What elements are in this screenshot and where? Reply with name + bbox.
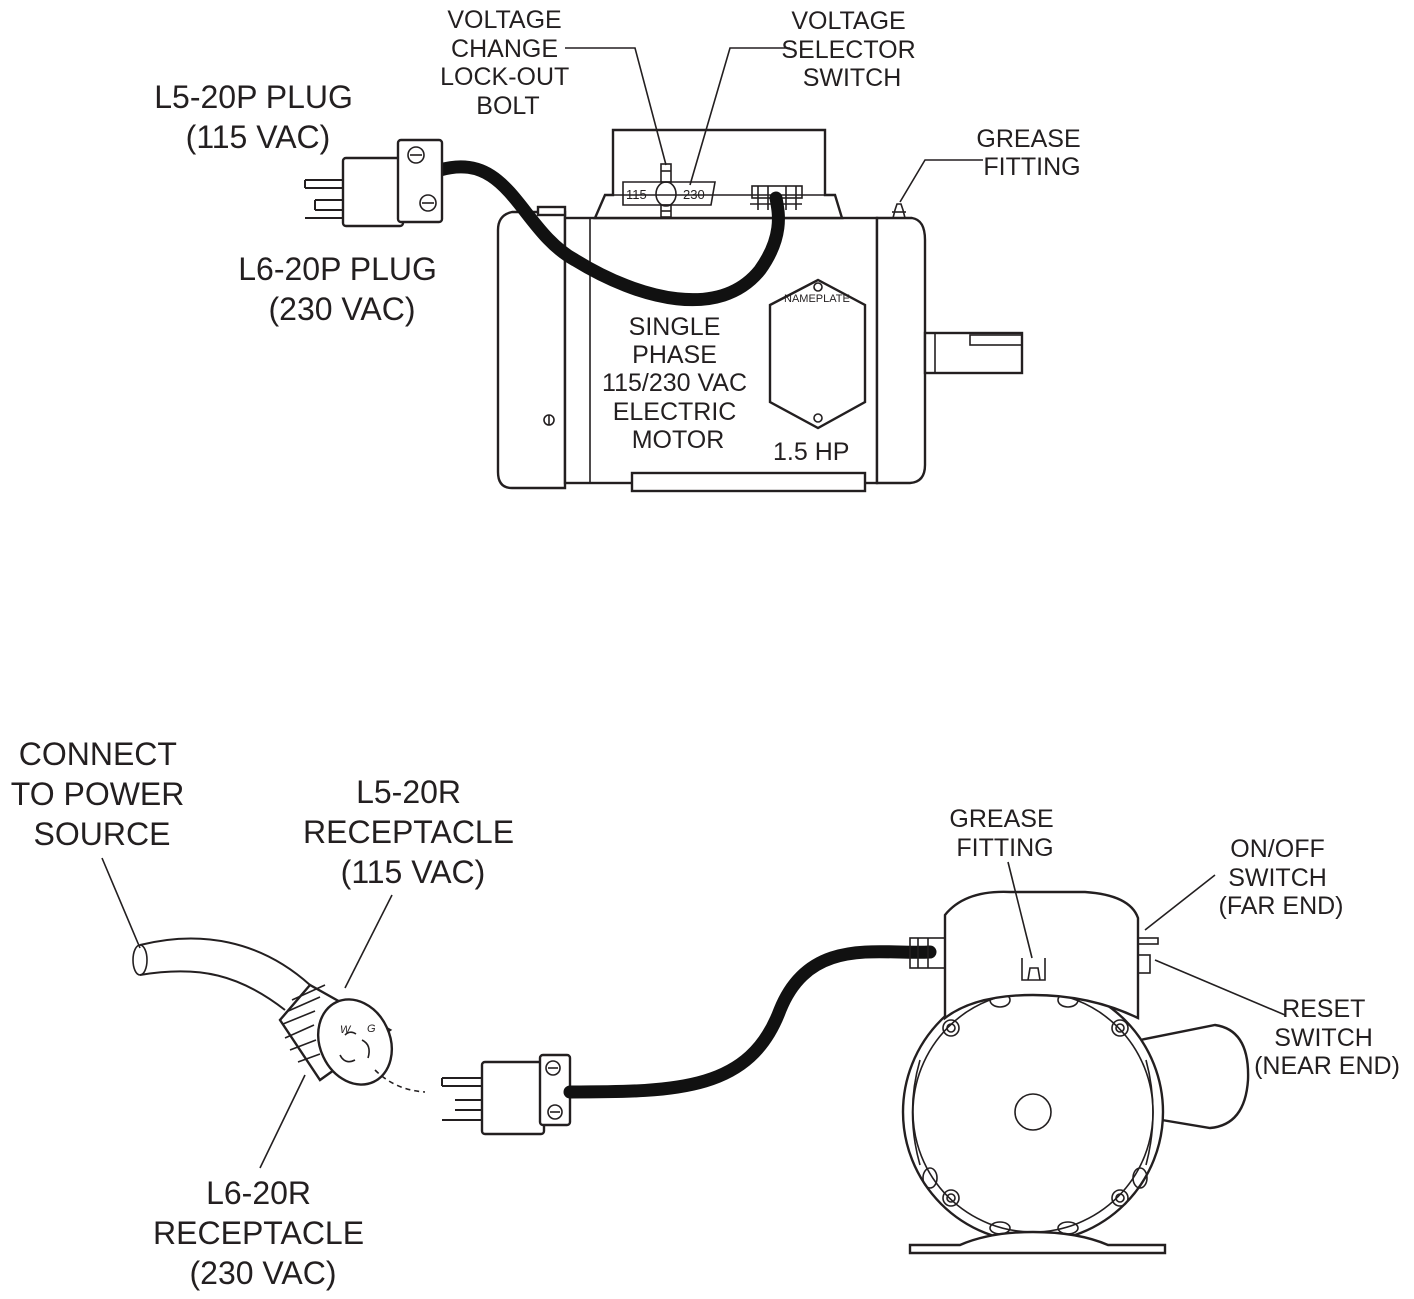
leader-l5-20r [344, 894, 393, 989]
grease-fitting-icon [1021, 958, 1046, 981]
nameplate-label: NAMEPLATE [784, 293, 850, 305]
label-voltage-selector-switch: VOLTAGE SELECTOR SWITCH [781, 7, 922, 92]
power-cord-top [433, 160, 785, 307]
plug-screw-icon [407, 146, 425, 164]
motor-end-bell-right [875, 216, 927, 485]
label-lockout-bolt: VOLTAGE CHANGE LOCK-OUT BOLT [440, 6, 576, 120]
motor-desc-line-4: ELECTRIC [613, 398, 737, 426]
plug-bottom[interactable] [441, 1053, 572, 1136]
leader-lockout-bolt [565, 47, 667, 166]
motor-description: SINGLE PHASE 115/230 VAC ELECTRIC MOTOR [602, 313, 754, 454]
motor-end-view [901, 890, 1250, 1255]
receptacle-slot [344, 1031, 357, 1036]
label-connect-power-source: CONNECT TO POWER SOURCE [11, 736, 194, 852]
label-grease-fitting-bottom: GREASE FITTING [949, 805, 1060, 862]
leader-l6-20r [259, 1074, 306, 1169]
terminal-w-label: W [340, 1024, 352, 1036]
motor-shaft [923, 331, 1024, 375]
shaft-key [969, 334, 1023, 346]
plug-screw-icon [419, 194, 437, 212]
label-grease-fitting-top: GREASE FITTING [976, 125, 1087, 181]
end-bell-bolts [942, 1019, 1129, 1207]
label-l6-20r-receptacle: L6-20R RECEPTACLE (230 VAC) [153, 1175, 373, 1291]
motor-junction-housing [943, 890, 1140, 1021]
plug-screw-icon [547, 1104, 563, 1120]
motor-side-view: 115 230 NAMEPLATE SINGLE PHASE 115/230 V… [496, 128, 1024, 493]
motor-desc-line-1: SINGLE [629, 313, 721, 341]
label-reset-switch: RESET SWITCH (NEAR END) [1254, 995, 1400, 1080]
receptacle-slot [339, 1054, 356, 1063]
motor-base-bottom [908, 1230, 1167, 1255]
onoff-switch[interactable] [1137, 937, 1159, 945]
switch-label-115: 115 [626, 187, 647, 202]
switch-label-230: 230 [683, 187, 705, 202]
receptacle-slot [361, 1039, 370, 1059]
receptacle-face [317, 998, 393, 1086]
motor-shaft-end [1014, 1093, 1052, 1131]
leader-reset-switch [1154, 959, 1286, 1016]
motor-nameplate [768, 278, 867, 430]
label-l6-20p-plug: L6-20P PLUG (230 VAC) [238, 251, 446, 327]
leader-grease-fitting-bottom [1007, 861, 1033, 959]
plug-handle [396, 138, 444, 224]
power-cord-bottom [563, 945, 937, 1099]
leader-onoff-switch [1144, 874, 1216, 931]
motor-base [630, 471, 867, 493]
connection-dashed-line [374, 1069, 426, 1093]
plug-body [341, 156, 405, 228]
power-source-cable [132, 937, 311, 1011]
leader-selector-switch [689, 47, 790, 186]
leader-power-source [101, 857, 141, 949]
motor-desc-line-3: 115/230 VAC [602, 369, 747, 397]
voltage-selector-switch[interactable]: 115 230 [622, 163, 716, 218]
motor-end-bell-top-tab [536, 205, 567, 217]
horsepower-label: 1.5 HP [773, 438, 849, 466]
label-l5-20p-plug: L5-20P PLUG (115 VAC) [154, 79, 362, 155]
plug-top[interactable] [304, 138, 444, 228]
plug-screw-icon [545, 1060, 561, 1076]
reset-switch[interactable] [1137, 954, 1151, 974]
motor-desc-line-2: PHASE [632, 341, 717, 369]
plug-body [480, 1060, 546, 1136]
receptacle[interactable]: W G [278, 983, 405, 1097]
grease-fitting-icon [892, 203, 906, 219]
terminal-g-label: G [367, 1023, 376, 1035]
label-l5-20r-receptacle: L5-20R RECEPTACLE (115 VAC) [303, 774, 523, 890]
leader-grease-fitting-top [899, 159, 983, 203]
motor-desc-line-5: MOTOR [632, 426, 725, 454]
motor-rear-housing [1138, 1023, 1250, 1130]
label-onoff-switch: ON/OFF SWITCH (FAR END) [1219, 835, 1344, 920]
